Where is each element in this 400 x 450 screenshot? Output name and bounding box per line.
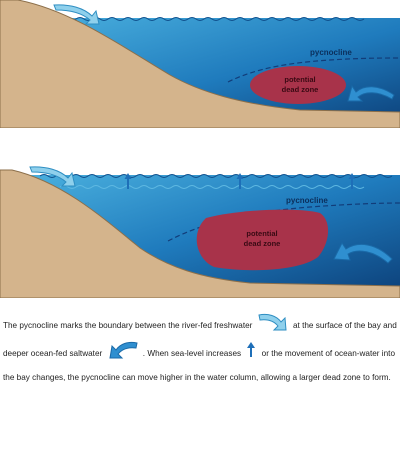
pycnocline-label: pycnocline bbox=[286, 196, 328, 205]
original-sea-level-waves bbox=[59, 185, 365, 189]
freshwater-arrow-icon bbox=[258, 312, 288, 340]
sea-level-up-arrow-icon bbox=[246, 342, 256, 366]
freshwater-inflow-arrow-icon bbox=[29, 166, 76, 187]
dead-zone-label-line2: dead zone bbox=[244, 239, 281, 248]
sea-level-rise-arrow-icon bbox=[124, 173, 132, 189]
pycnocline-label: pycnocline bbox=[310, 48, 352, 57]
pycnocline-line bbox=[167, 202, 400, 242]
water-surface-waves bbox=[59, 17, 365, 21]
dead-zone-label-line1: potential bbox=[246, 229, 277, 238]
caption-text-part4: or the movement of ocean-water into the … bbox=[3, 349, 395, 382]
bay-cross-section-top: potential dead zone pycnocline bbox=[0, 0, 400, 129]
diagram-panel-top: potential dead zone pycnocline bbox=[0, 0, 400, 129]
pycnocline-line bbox=[227, 57, 400, 83]
dead-zone-label-line1: potential bbox=[284, 75, 315, 84]
caption-text-part3: . When sea-level increases bbox=[142, 349, 242, 359]
caption-text-part1: The pycnocline marks the boundary betwee… bbox=[3, 321, 253, 331]
land-shore bbox=[0, 0, 400, 129]
saltwater-inflow-arrow-icon bbox=[347, 84, 395, 102]
dead-zone-label-line2: dead zone bbox=[282, 85, 319, 94]
saltwater-inflow-arrow-icon bbox=[333, 242, 393, 264]
saltwater-arrow-icon bbox=[108, 340, 138, 368]
sea-level-rise-arrow-icon bbox=[348, 173, 356, 189]
caption-text-part2: at the surface of the bay and deeper oce… bbox=[3, 321, 397, 359]
dead-zone-area bbox=[196, 209, 329, 271]
dead-zone-area bbox=[250, 66, 346, 104]
land-shore bbox=[0, 169, 400, 299]
sea-level-rise-arrow-icon bbox=[236, 173, 244, 189]
diagram-panel-bottom: potential dead zone pycnocline bbox=[0, 163, 400, 299]
freshwater-inflow-arrow-icon bbox=[53, 4, 100, 25]
diagram-caption: The pycnocline marks the boundary betwee… bbox=[3, 312, 398, 388]
bay-cross-section-bottom: potential dead zone pycnocline bbox=[0, 166, 400, 299]
raised-sea-level-waves bbox=[39, 174, 393, 178]
